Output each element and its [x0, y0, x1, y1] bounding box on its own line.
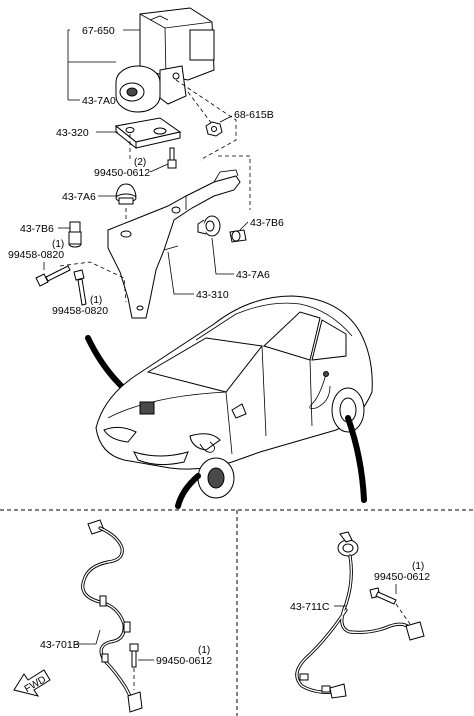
bracket-43-320[interactable]	[114, 117, 182, 150]
bolt-99450-0612-top[interactable]	[167, 147, 177, 169]
assembly-line-rear-sensor	[395, 603, 411, 625]
pointer-rear-sensor	[345, 415, 367, 503]
rear-sensor-bolt[interactable]	[369, 587, 397, 605]
part-label-43-310: 43-310	[196, 289, 229, 301]
part-label-43-701b: 43-701B	[40, 639, 80, 651]
part-label-99450-0612-top: 99450-0612	[94, 167, 150, 179]
label-group-bolt-top: (2) 99450-0612	[94, 157, 169, 179]
label-group-68-615b: 68-615B	[219, 109, 274, 123]
label-group-front-sensor-bolt: (1) 99450-0612	[138, 645, 212, 667]
bolt-99458-0820-left[interactable]	[35, 265, 71, 287]
rear-sensor-bolt-qty: (1)	[412, 561, 424, 572]
bolt-left-qty: (1)	[52, 239, 64, 250]
front-sensor-bolt-qty: (1)	[198, 645, 210, 656]
assembly-line-bracket-bottom	[59, 261, 127, 303]
part-label-43-7a6-right: 43-7A6	[236, 269, 270, 281]
car-abs-unit-marker	[139, 401, 155, 415]
abs-hydraulic-unit[interactable]	[115, 7, 215, 113]
bolt-lower-qty: (1)	[90, 295, 102, 306]
label-group-43-7b6-left: 43-7B6	[20, 223, 70, 235]
front-sensor-bolt[interactable]	[129, 643, 139, 668]
part-label-67-650: 67-650	[82, 25, 115, 37]
washer-43-7b6-left[interactable]	[68, 221, 82, 248]
assembly-line-hu-nut	[187, 91, 213, 125]
car-illustration	[95, 295, 373, 499]
nut-68-615b[interactable]	[205, 121, 223, 137]
label-group-67-650: 67-650	[82, 25, 140, 37]
part-label-99458-0820-lower: 99458-0820	[52, 305, 108, 317]
label-group-43-7a0: 43-7A0	[67, 29, 116, 107]
part-label-43-711c: 43-711C	[290, 601, 330, 613]
assembly-line-bracket-right	[218, 155, 251, 210]
label-group-43-310: 43-310	[167, 251, 229, 301]
insulator-43-7a6-right[interactable]	[197, 215, 221, 237]
assembly-line-hu-right	[175, 79, 237, 161]
main-bracket-43-310[interactable]	[107, 169, 241, 319]
bolt-top-qty: (2)	[134, 157, 146, 168]
label-group-bolt-left: (1) 99458-0820	[8, 239, 64, 270]
rear-abs-sensor-43-711c[interactable]	[295, 531, 425, 699]
part-label-43-7a6-upper: 43-7A6	[62, 191, 96, 203]
part-label-43-7a0: 43-7A0	[82, 95, 116, 107]
label-group-rear-sensor-bolt: (1) 99450-0612	[374, 561, 430, 594]
part-label-68-615b: 68-615B	[234, 109, 274, 121]
bolt-99458-0820-lower[interactable]	[73, 269, 87, 306]
fwd-arrow-icon: FWD	[13, 669, 51, 697]
washer-43-7b6-right[interactable]	[229, 229, 247, 243]
part-label-99450-0612-front: 99450-0612	[156, 655, 212, 667]
label-group-43-320: 43-320	[56, 127, 118, 139]
insulator-43-7a6-upper[interactable]	[115, 183, 137, 205]
part-label-43-320: 43-320	[56, 127, 89, 139]
label-group-43-711c: 43-711C	[290, 601, 346, 613]
part-label-99458-0820-left: 99458-0820	[8, 249, 64, 261]
part-label-43-7b6-right: 43-7B6	[250, 217, 284, 229]
label-group-bolt-lower: (1) 99458-0820	[52, 295, 108, 317]
part-label-99450-0612-rear: 99450-0612	[374, 571, 430, 583]
pointer-front-sensor	[175, 473, 201, 509]
part-label-43-7b6-left: 43-7B6	[20, 223, 54, 235]
label-group-43-7a6-upper: 43-7A6	[62, 191, 116, 203]
front-abs-sensor-43-701b[interactable]	[81, 519, 143, 713]
label-group-43-7a6-right: 43-7A6	[211, 237, 270, 281]
label-group-43-7b6-right: 43-7B6	[239, 217, 284, 231]
label-group-43-701b: 43-701B	[40, 629, 101, 651]
